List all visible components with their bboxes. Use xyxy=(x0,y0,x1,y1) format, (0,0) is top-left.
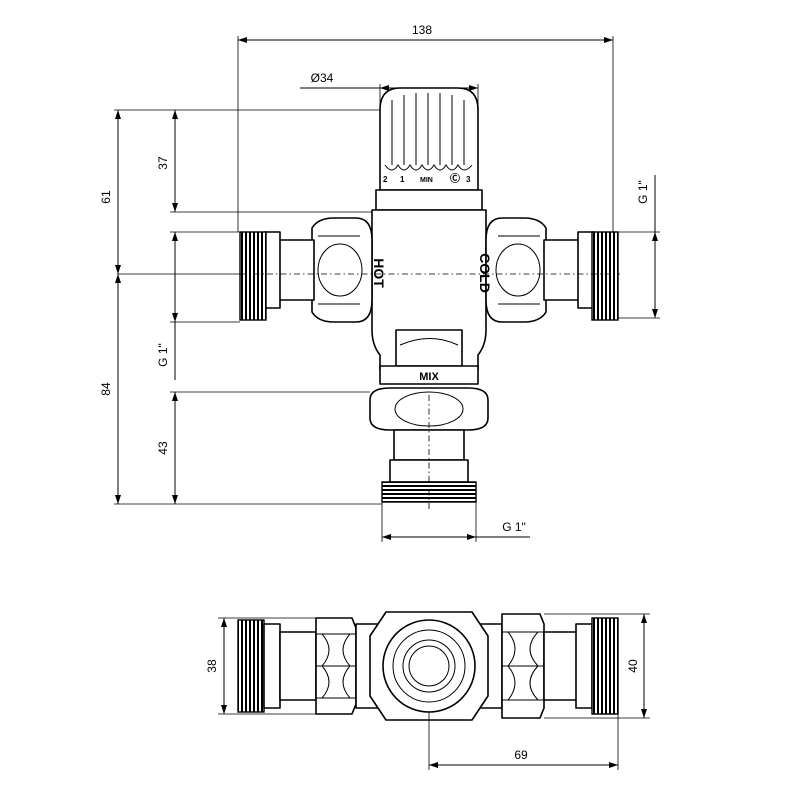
scale-mark: 2 xyxy=(383,175,388,184)
scale-mark: Ⓒ xyxy=(450,172,460,185)
plan-view: 38 40 69 xyxy=(205,611,650,770)
dimension-61: 61 xyxy=(99,110,121,274)
dimension-138: 138 xyxy=(237,23,614,232)
dim-label: G 1" xyxy=(502,520,526,534)
valve-body: MIX xyxy=(371,209,487,385)
dimension-69: 69 xyxy=(428,712,619,770)
dim-label: 138 xyxy=(412,23,432,37)
dim-label: 43 xyxy=(156,441,170,455)
thermostat-knob xyxy=(375,87,483,211)
dim-label: 40 xyxy=(626,659,640,673)
dim-label: 37 xyxy=(156,156,170,170)
dimension-37: 37 xyxy=(114,109,380,213)
thread-right xyxy=(591,231,619,321)
plan-thread-right xyxy=(591,617,619,715)
dimension-thread-left: G 1" xyxy=(156,231,240,380)
dim-label: 61 xyxy=(99,190,113,204)
mix-label: MIX xyxy=(419,371,439,383)
dim-label: 38 xyxy=(205,659,219,673)
hot-label: HOT xyxy=(371,258,387,288)
dimension-43: 43 xyxy=(156,391,370,504)
dimension-40: 40 xyxy=(544,613,650,719)
plan-thread-left xyxy=(237,619,265,713)
dim-label: G 1" xyxy=(156,343,170,367)
dimension-thread-bottom: G 1" xyxy=(381,502,530,542)
dimension-38: 38 xyxy=(205,617,316,715)
temperature-scale: 2 1 MIN Ⓒ 3 xyxy=(383,172,471,185)
dim-label: 69 xyxy=(514,748,528,762)
thread-left xyxy=(239,231,267,321)
dimension-84: 84 xyxy=(99,274,382,505)
dim-label: Ø34 xyxy=(311,71,334,85)
front-view: 2 1 MIN Ⓒ 3 MIX HOT xyxy=(99,23,660,542)
dimension-d34: Ø34 xyxy=(300,71,479,110)
hot-inlet: HOT xyxy=(239,217,387,323)
cold-label: COLD xyxy=(477,253,493,293)
dim-label: 84 xyxy=(99,382,113,396)
scale-mark: 1 xyxy=(400,175,405,184)
dim-label: G 1" xyxy=(636,180,650,204)
dimension-thread-right: G 1" xyxy=(618,175,660,319)
cold-inlet: COLD xyxy=(477,217,619,323)
scale-mark: MIN xyxy=(420,177,433,184)
scale-mark: 3 xyxy=(466,175,471,184)
